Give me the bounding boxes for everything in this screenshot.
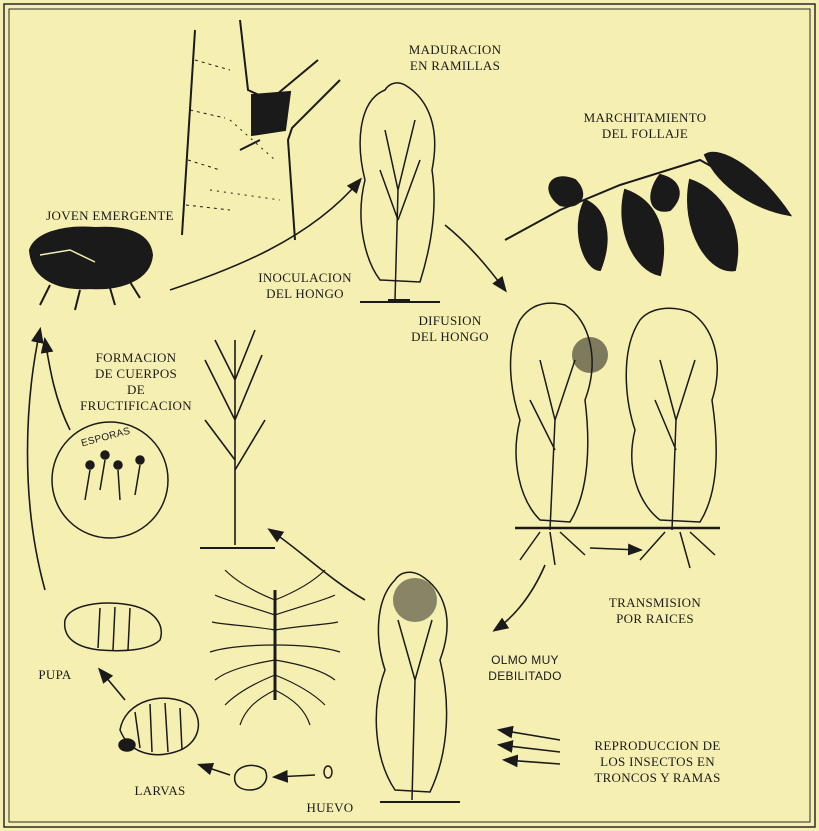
label-maduracion: MADURACION EN RAMILLAS xyxy=(390,42,520,74)
label-huevo: HUEVO xyxy=(290,800,370,816)
label-joven: JOVEN EMERGENTE xyxy=(20,208,200,224)
label-marchitamiento: MARCHITAMIENTO DEL FOLLAJE xyxy=(565,110,725,142)
label-difusion: DIFUSION DEL HONGO xyxy=(395,313,505,345)
label-transmision: TRANSMISION POR RAICES xyxy=(580,595,730,627)
label-formacion: FORMACION DE CUERPOS DE FRUCTIFICACION xyxy=(72,350,200,414)
label-inoculacion: INOCULACION DEL HONGO xyxy=(245,270,365,302)
label-pupa: PUPA xyxy=(25,667,85,683)
label-larvas: LARVAS xyxy=(120,783,200,799)
label-reproduccion: REPRODUCCION DE LOS INSECTOS EN TRONCOS … xyxy=(570,738,745,786)
label-olmo: OLMO MUY DEBILITADO xyxy=(470,652,580,684)
